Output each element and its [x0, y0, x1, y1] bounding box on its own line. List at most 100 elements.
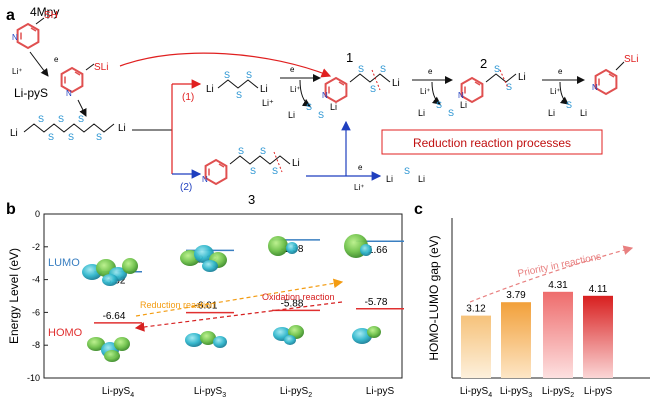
panel-a: a 4Mpy N SH e Li⁺ N SLi Li-pyS Li S S S … [6, 5, 638, 207]
panel-a-label: a [6, 7, 15, 24]
homo-label: HOMO [48, 327, 83, 339]
homo-orbital [104, 350, 120, 362]
homo-value: -6.01 [195, 301, 218, 312]
compound-1-li: Li [392, 78, 400, 89]
gap-bar [501, 302, 531, 378]
route-2-label: (2) [180, 182, 192, 193]
compound-2-s2: S [506, 82, 512, 92]
homo-orbital [200, 331, 216, 345]
polysulfide-s3: S [78, 114, 84, 124]
c-xtick-label: Li-pyS2 [542, 386, 574, 399]
panel-c-ylabel: HOMO-LUMO gap (eV) [427, 235, 441, 360]
li2s-a-s: S [566, 100, 572, 110]
li2s2-s1: S [306, 102, 312, 112]
arrow-release-li2s2-b [431, 81, 441, 105]
lumo-value: -1.66 [365, 245, 388, 256]
compound-3-li: Li [292, 158, 300, 169]
reduction-box [381, 129, 603, 155]
li2s4-s2: S [236, 90, 242, 100]
compound-3-n: N [202, 175, 208, 184]
c-xtick-label: Li-pyS [584, 386, 613, 397]
arrow-release-li2s [559, 81, 569, 105]
b-xtick-label: Li-pyS4 [102, 386, 134, 399]
polysulfide-li-left: Li [10, 128, 18, 139]
b-ytick-label: -2 [32, 242, 40, 252]
polysulfide-s5: S [68, 132, 74, 142]
li2s2-li-left: Li [288, 110, 295, 120]
polysulfide-s6: S [96, 132, 102, 142]
reagent-li-4: Li⁺ [550, 87, 560, 96]
b-ytick-label: -10 [27, 373, 40, 383]
compound-3-s2: S [250, 166, 256, 176]
b-xtick-label: Li-pyS3 [194, 386, 226, 399]
4mpy-sh: SH [44, 10, 58, 21]
gap-bar [543, 291, 573, 378]
lumo-orbital [122, 258, 138, 274]
compound-1-cleavage [371, 69, 381, 91]
lumo-label: LUMO [48, 257, 80, 269]
compound-3-label: 3 [248, 192, 255, 207]
compound-1-s3: S [380, 64, 386, 74]
compound-3-cleavage [273, 151, 283, 173]
lumo-orbital [360, 244, 372, 256]
reagent-e-3: e [428, 67, 433, 76]
lumo-orbital [102, 274, 118, 286]
compound-2-ring [460, 77, 484, 103]
final-lipys-n: N [592, 83, 598, 92]
4mpy-bond [35, 17, 45, 25]
reagent-e-1: e [54, 55, 59, 64]
homo-orbital [185, 333, 203, 347]
reagent-e-5: e [358, 163, 363, 172]
compound-1-s1: S [358, 64, 364, 74]
li2s-b-li-right: Li [418, 174, 425, 184]
b-xtick-label: Li-pyS2 [280, 386, 312, 399]
lumo-orbital [268, 236, 288, 256]
lumo-orbital [286, 242, 298, 254]
compound-3-s4: S [272, 166, 278, 176]
compound-1-ring [324, 77, 348, 103]
li2s2b-li-right: Li [460, 100, 467, 110]
panel-c-label: c [414, 201, 423, 218]
li2s-b-li-left: Li [386, 174, 393, 184]
lipys-n: N [66, 89, 72, 98]
polysulfide-li-right: Li [118, 123, 126, 134]
lipys-sli: SLi [94, 62, 108, 73]
compound-2-label: 2 [480, 56, 487, 71]
panel-b-yticks: 0-2-4-6-8-10 [27, 209, 48, 383]
homo-value: -6.64 [103, 311, 126, 322]
gap-value-label: 4.11 [589, 284, 608, 295]
panel-b-orbitals [82, 234, 381, 362]
compound-1-n: N [322, 91, 328, 100]
compound-1-s2: S [370, 84, 376, 94]
li2s2b-li-left: Li [418, 108, 425, 118]
li2s2b-s2: S [448, 108, 454, 118]
b-ytick-label: -8 [32, 340, 40, 350]
li2s-b-s: S [404, 166, 410, 176]
polysulfide-s1: S [38, 114, 44, 124]
4mpy-ring [16, 23, 40, 49]
panel-b-label: b [6, 201, 16, 218]
li2s-a-li-right: Li [580, 108, 587, 118]
b-xtick-label: Li-pyS [366, 386, 395, 397]
gap-value-label: 3.12 [466, 304, 486, 315]
b-ytick-label: -4 [32, 275, 40, 285]
reagent-e-4: e [558, 67, 563, 76]
b-ytick-label: -6 [32, 307, 40, 317]
homo-orbital [284, 335, 296, 345]
reduction-text: Reduction reaction [140, 300, 215, 310]
arrow-lipys-to-polysulfide [77, 99, 87, 117]
panel-b-frame [43, 213, 403, 379]
arrow-lipys-to-1 [119, 52, 332, 78]
lumo-orbital [194, 245, 214, 263]
gap-value-label: 4.31 [548, 280, 568, 291]
homo-orbital [213, 336, 227, 348]
homo-orbital [367, 326, 381, 338]
reagent-li-3: Li⁺ [420, 87, 430, 96]
gap-bar [583, 295, 613, 378]
priority-text: Priority in reactions [517, 251, 602, 279]
oxidation-text: Oxidation reaction [262, 292, 335, 302]
arrow-4mpy-to-lipys [29, 51, 49, 77]
homo-orbital [87, 337, 105, 351]
polysulfide: Li S S S S S S Li [10, 114, 126, 142]
